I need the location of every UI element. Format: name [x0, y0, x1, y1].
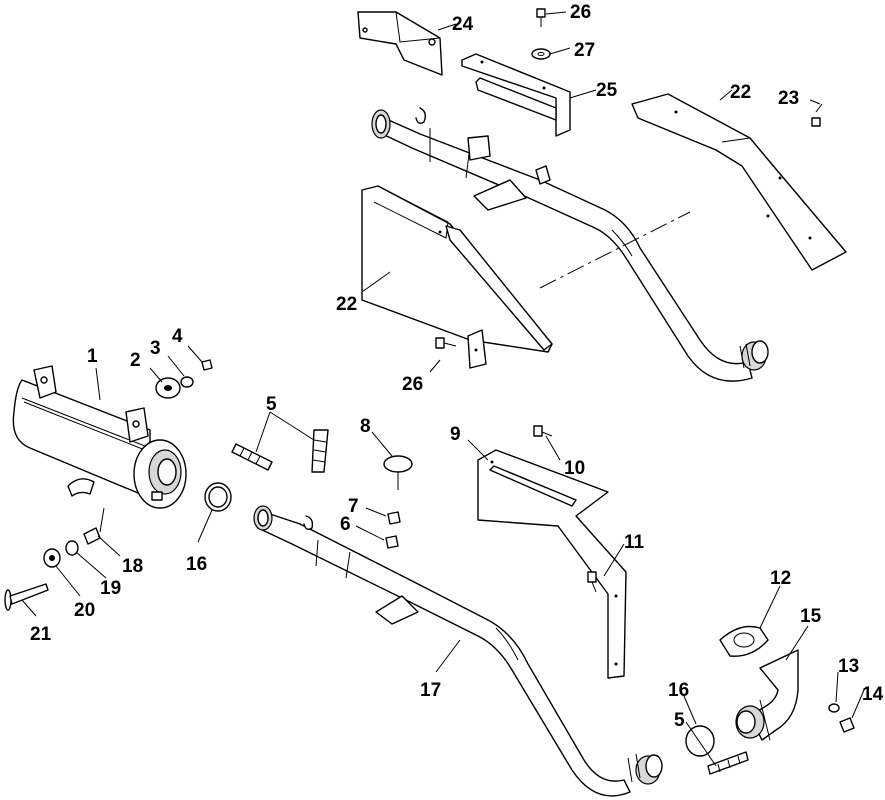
spring-5-left [231, 443, 273, 471]
callout-22-right: 22 [730, 82, 751, 103]
callout-9: 9 [450, 424, 461, 445]
exhaust-pipe-upper [371, 107, 769, 382]
callout-20: 20 [74, 600, 95, 621]
callout-12: 12 [770, 568, 791, 589]
o-ring-19 [65, 540, 79, 556]
callout-10: 10 [564, 458, 585, 479]
nut-4 [201, 359, 213, 371]
gasket-16-left [204, 482, 232, 512]
callout-4: 4 [172, 326, 183, 347]
nut-14 [839, 717, 855, 733]
leader-lines [21, 11, 865, 767]
washer-3 [180, 376, 194, 388]
screw-23 [811, 103, 823, 127]
callout-21: 21 [30, 624, 52, 645]
callout-13: 13 [838, 656, 859, 677]
gasket-12 [719, 625, 769, 657]
bolt-26-top [536, 8, 546, 27]
callout-11: 11 [624, 532, 645, 553]
callout-5-lower: 5 [674, 710, 685, 731]
callout-25: 25 [596, 80, 618, 101]
spacer-18 [83, 527, 101, 545]
callout-16-right: 16 [668, 680, 689, 701]
callout-8: 8 [360, 416, 371, 437]
spring-5-lower [707, 751, 749, 775]
callout-24: 24 [452, 14, 474, 35]
heat-shield-22-lower-left [361, 185, 553, 369]
nut-6 [385, 535, 399, 549]
callout-22-left: 22 [336, 294, 357, 315]
washer-13 [828, 703, 840, 713]
callout-2: 2 [130, 350, 141, 371]
callout-26-lower: 26 [402, 374, 423, 395]
callout-6: 6 [340, 514, 351, 535]
rubber-mount-8 [383, 455, 413, 490]
callout-15: 15 [800, 606, 822, 627]
bolt-21 [4, 583, 49, 611]
mounting-bracket-25 [461, 53, 571, 137]
bolt-26-lower [435, 337, 457, 349]
callout-27: 27 [574, 40, 595, 61]
bracket-9 [477, 449, 627, 679]
callout-17: 17 [420, 680, 441, 701]
gasket-16-right [685, 725, 715, 757]
muffler-1 [12, 365, 187, 509]
callout-18: 18 [122, 556, 143, 577]
spring-5-right [311, 429, 329, 473]
washer-27 [531, 48, 551, 60]
callout-7: 7 [348, 496, 359, 517]
bolt-11 [587, 571, 597, 593]
callout-14: 14 [862, 684, 884, 705]
callout-16-left: 16 [186, 554, 207, 575]
callout-3: 3 [150, 338, 161, 359]
grommet-20 [43, 548, 61, 568]
callout-labels: 1 2 3 4 5 5 6 7 8 9 10 11 12 13 14 15 16… [30, 2, 884, 731]
heat-shield-bracket-24 [357, 11, 443, 76]
heat-shield-22-right [631, 93, 847, 271]
callout-19: 19 [100, 578, 121, 599]
callout-1: 1 [87, 346, 98, 367]
callout-5-upper: 5 [266, 394, 277, 415]
callout-23: 23 [778, 88, 799, 109]
nut-7 [387, 511, 401, 525]
callout-26-top: 26 [570, 2, 591, 23]
bolt-10 [533, 425, 553, 437]
grommet-2 [155, 377, 181, 399]
tailpipe-15 [735, 649, 799, 741]
exhaust-pipe-17 [253, 505, 663, 797]
